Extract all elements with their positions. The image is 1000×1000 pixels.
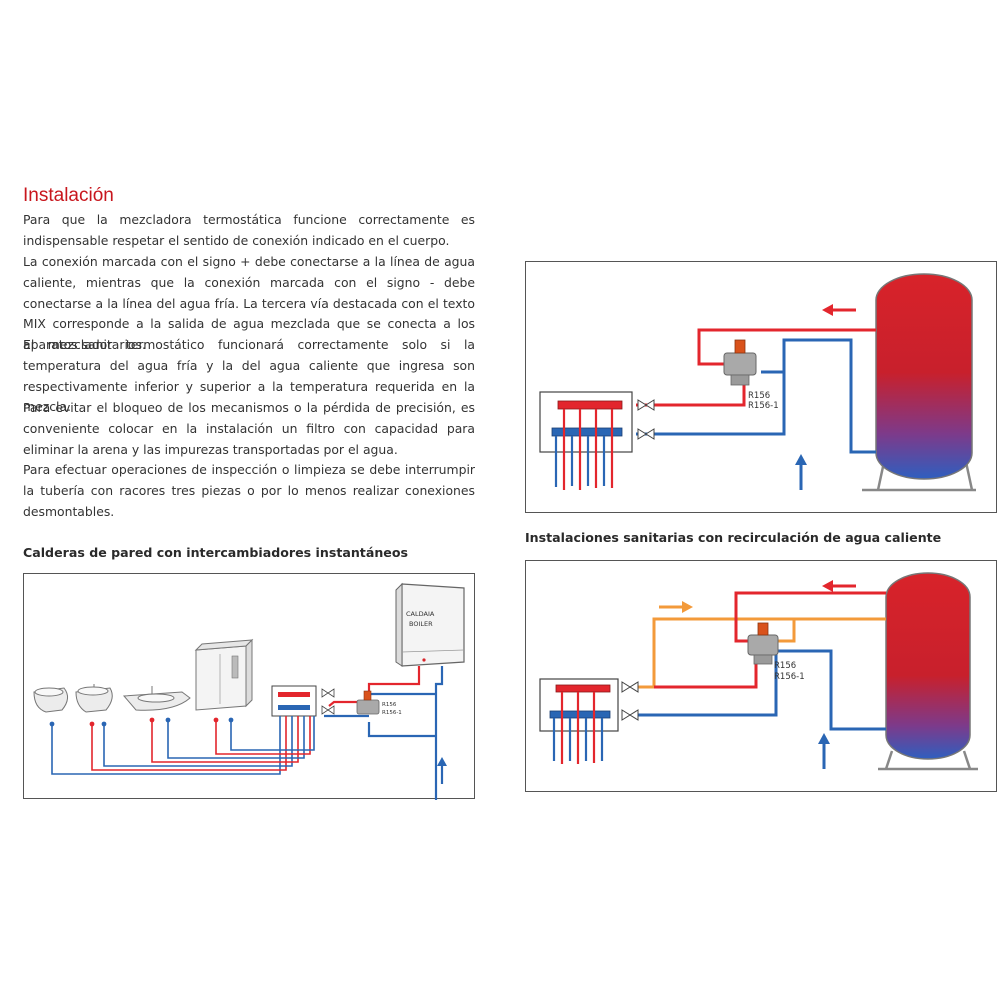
hot-manifold <box>278 692 310 697</box>
paragraph-maintenance: Para efectuar operaciones de inspección … <box>23 462 475 519</box>
fixture-connection-dots <box>49 717 234 727</box>
shutoff-valve-cold <box>621 709 639 721</box>
hot-manifold <box>557 400 623 410</box>
bidet <box>75 684 113 713</box>
section-title: Instalación <box>23 185 114 206</box>
tank-mixer-diagram-graphic: R156 R156-1 <box>539 273 976 492</box>
cold-manifold <box>278 705 310 710</box>
manifold-outlets <box>552 692 604 764</box>
boiler-fixtures-diagram: CALDAIA BOILER R156 R156-1 <box>23 573 475 800</box>
cold-manifold <box>549 710 611 719</box>
valve-label-r156: R156 <box>748 391 770 401</box>
paragraph-connection-signs: La conexión marcada con el signo + debe … <box>23 254 475 353</box>
wall-boiler <box>395 582 465 667</box>
hot-water-tank <box>885 572 971 760</box>
valve-label-r156: R156 <box>774 661 796 671</box>
cold-water-pipe <box>636 649 886 731</box>
cold-inlet-arrow <box>818 733 830 769</box>
cold-water-pipe <box>636 338 876 454</box>
shutoff-valve-hot <box>321 688 335 698</box>
recirculation-arrow <box>659 601 693 613</box>
hot-return-arrow <box>822 304 856 316</box>
distribution-manifold-box <box>271 685 317 717</box>
valve-label-r156-1: R156-1 <box>774 672 805 682</box>
boiler-diagram-heading: Calderas de pared con intercambiadores i… <box>23 545 408 560</box>
tank-legs <box>878 750 978 771</box>
paragraph-connection-direction: Para que la mezcladora termostática func… <box>23 212 475 248</box>
boiler-label-boiler: BOILER <box>409 620 433 628</box>
hot-manifold <box>555 684 611 693</box>
recirculation-diagram: R156 R156-1 <box>525 560 997 792</box>
shutoff-valve-cold <box>321 705 335 715</box>
valve-label-r156: R156 <box>382 702 397 708</box>
paragraph-filter-advice: Para evitar el bloqueo de los mecanismos… <box>23 400 475 457</box>
valve-label-r156-1: R156-1 <box>382 710 402 716</box>
thermostatic-mixing-valve <box>723 339 757 386</box>
manifold-outlets <box>554 409 614 490</box>
recirculation-branch <box>776 619 796 643</box>
hot-water-tank <box>875 273 973 480</box>
boiler-label-caldaia: CALDAIA <box>406 610 435 618</box>
thermostatic-mixing-valve <box>747 622 779 665</box>
hot-water-pipe <box>734 591 886 643</box>
valve-label-r156-1: R156-1 <box>748 401 779 411</box>
washbasin <box>122 686 191 711</box>
cold-inlet-arrow <box>437 757 447 784</box>
tank-mixer-diagram: R156 R156-1 <box>525 261 997 513</box>
recirculation-diagram-graphic: R156 R156-1 <box>539 572 978 771</box>
hot-distribution-pipe <box>654 653 758 689</box>
hot-return-arrow <box>822 580 856 592</box>
shutoff-valve-cold <box>637 428 655 440</box>
recirculation-pipe <box>636 617 886 689</box>
thermostatic-mixing-valve <box>356 690 380 715</box>
toilet <box>33 687 68 713</box>
boiler-fixtures-diagram-graphic: CALDAIA BOILER R156 R156-1 <box>33 582 465 800</box>
paragraph-temperature-requirement: El mezclador termostático funcionará cor… <box>23 337 475 415</box>
shower-cabin <box>194 638 254 711</box>
shutoff-valve-hot <box>621 681 639 693</box>
cold-inlet-arrow <box>795 454 807 490</box>
cold-water-pipe <box>434 666 444 800</box>
recirculation-diagram-heading: Instalaciones sanitarias con recirculaci… <box>525 530 942 545</box>
mixer-outlet-pipe <box>367 722 436 738</box>
fixture-supply-lines <box>51 716 315 775</box>
shutoff-valve-hot <box>637 399 655 411</box>
